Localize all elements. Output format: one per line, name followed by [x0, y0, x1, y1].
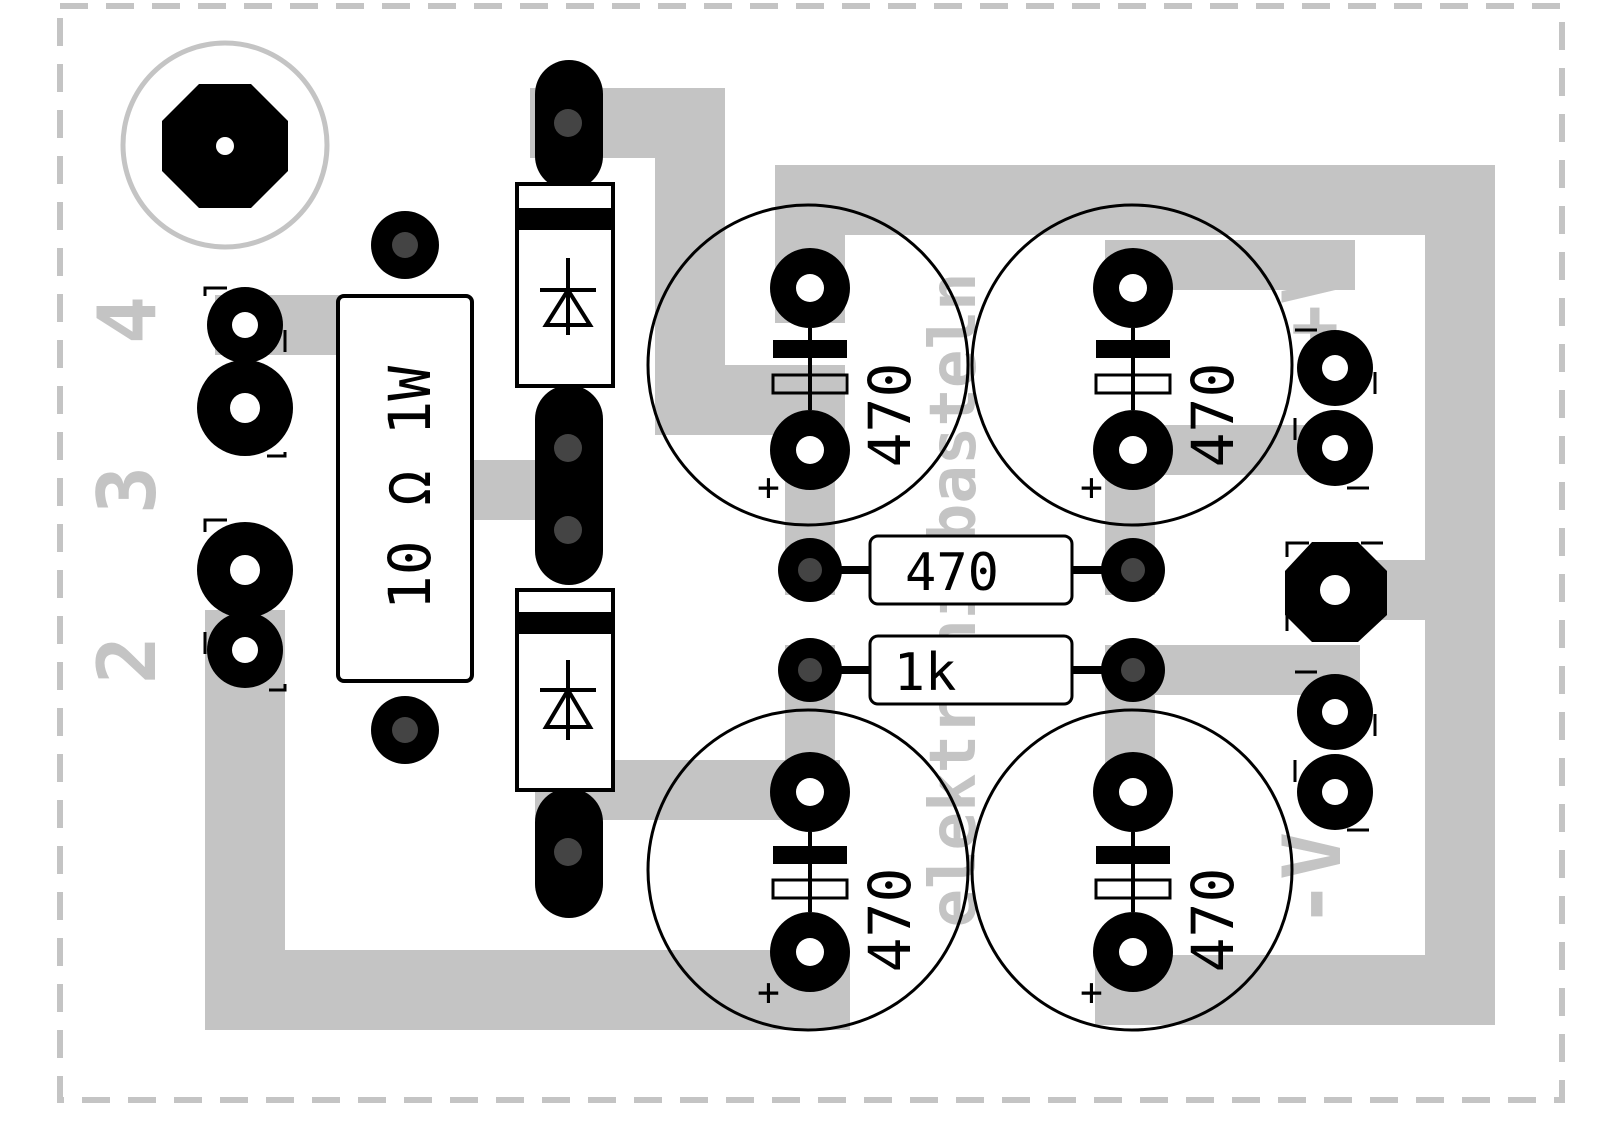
diode-middle-pads [535, 385, 603, 585]
polarity-mark: + [1080, 465, 1103, 509]
board-outline [57, 3, 1565, 1103]
connector-right-top [1293, 328, 1377, 490]
connector-label-4: 4 [81, 296, 174, 344]
resistor-470: 470 [778, 534, 1165, 606]
polarity-mark: + [1080, 970, 1103, 1014]
diode-bottom [515, 588, 615, 918]
connector-left-top [197, 286, 293, 458]
capacitor-top-right: + 470 [970, 203, 1294, 527]
connector-right-middle [1285, 541, 1387, 642]
capacitor-top-left: + 470 [646, 203, 970, 527]
resistor-1k: 1k [778, 634, 1165, 706]
connector-label-3: 3 [81, 466, 174, 514]
capacitor-label: 470 [1179, 363, 1247, 468]
mounting-hole-drill [216, 137, 234, 155]
connector-label-2: 2 [81, 636, 174, 684]
capacitor-bottom-left: + 470 [646, 708, 970, 1032]
power-resistor: 10 Ω 1W [336, 211, 474, 764]
connector-left-bottom [197, 518, 293, 692]
mounting-hole-ring [120, 40, 330, 250]
capacitor-label: 470 [856, 363, 924, 468]
power-resistor-label: 10 Ω 1W [376, 366, 444, 611]
capacitor-label: 470 [856, 868, 924, 973]
polarity-mark: + [757, 970, 780, 1014]
connector-label-minus-v: -V [1266, 832, 1359, 928]
diode-top [515, 60, 615, 388]
connector-right-bottom [1293, 670, 1377, 832]
capacitor-bottom-right: + 470 [970, 708, 1294, 1032]
polarity-mark: + [757, 465, 780, 509]
resistor-470-label: 470 [905, 543, 999, 603]
capacitor-label: 470 [1179, 868, 1247, 973]
resistor-1k-label: 1k [894, 643, 957, 703]
